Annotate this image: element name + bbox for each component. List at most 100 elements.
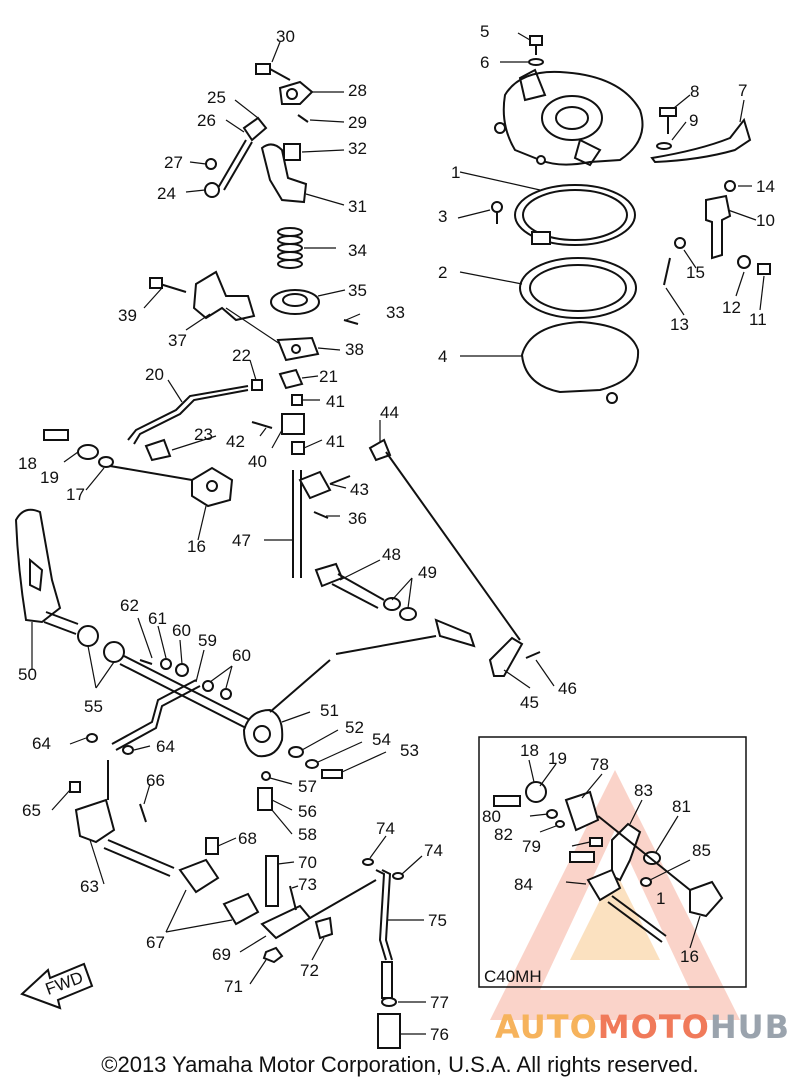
callout-63: 63 <box>80 877 99 896</box>
callout-labels: 1 2 3 4 5 6 7 8 9 10 11 12 13 14 15 16 1… <box>18 22 775 1044</box>
callout-46: 46 <box>558 679 577 698</box>
callout-53: 53 <box>400 741 419 760</box>
callout-64b: 64 <box>156 737 175 756</box>
callout-83: 83 <box>634 781 653 800</box>
callout-62: 62 <box>120 596 139 615</box>
callout-49: 49 <box>418 563 437 582</box>
callout-57: 57 <box>298 777 317 796</box>
callout-4: 4 <box>438 347 447 366</box>
callout-78: 78 <box>590 755 609 774</box>
callout-45: 45 <box>520 693 539 712</box>
callout-24: 24 <box>157 184 176 203</box>
callout-19: 19 <box>40 468 59 487</box>
callout-51: 51 <box>320 701 339 720</box>
callout-39: 39 <box>118 306 137 325</box>
callout-26: 26 <box>197 111 216 130</box>
control-lever-assembly <box>14 508 426 1049</box>
throttle-cam-assembly <box>143 41 361 362</box>
callout-70: 70 <box>298 853 317 872</box>
callout-29: 29 <box>348 113 367 132</box>
callout-43: 43 <box>350 480 369 499</box>
callout-77: 77 <box>430 993 449 1012</box>
callout-72: 72 <box>300 961 319 980</box>
callout-54: 54 <box>372 730 391 749</box>
callout-61: 61 <box>148 609 167 628</box>
callout-18: 18 <box>18 454 37 473</box>
callout-27: 27 <box>164 153 183 172</box>
copyright-notice: ©2013 Yamaha Motor Corporation, U.S.A. A… <box>101 1052 699 1077</box>
callout-7: 7 <box>738 81 747 100</box>
callout-11: 11 <box>749 310 767 329</box>
callout-80: 80 <box>482 807 501 826</box>
callout-48: 48 <box>382 545 401 564</box>
callout-5: 5 <box>480 22 489 41</box>
callout-74b: 74 <box>424 841 443 860</box>
callout-32: 32 <box>348 139 367 158</box>
callout-84: 84 <box>514 875 533 894</box>
callout-31: 31 <box>348 197 367 216</box>
inset-c40mh: C40MH <box>478 736 747 988</box>
callout-23: 23 <box>194 425 213 444</box>
callout-85: 85 <box>692 841 711 860</box>
inset-title: C40MH <box>484 967 542 986</box>
callout-37: 37 <box>168 331 187 350</box>
callout-47: 47 <box>232 531 251 550</box>
callout-6: 6 <box>480 53 489 72</box>
callout-41: 41 <box>326 392 345 411</box>
callout-69: 69 <box>212 945 231 964</box>
callout-20: 20 <box>145 365 164 384</box>
callout-14: 14 <box>756 177 775 196</box>
callout-15: 15 <box>686 263 705 282</box>
watermark-part-moto: MOTO <box>597 1008 710 1046</box>
callout-35: 35 <box>348 281 367 300</box>
callout-3: 3 <box>438 207 447 226</box>
callout-19b: 19 <box>548 749 567 768</box>
callout-76: 76 <box>430 1025 449 1044</box>
callout-44: 44 <box>380 403 399 422</box>
callout-12: 12 <box>722 298 741 317</box>
callout-60b: 60 <box>232 646 251 665</box>
callout-1b: 1 <box>656 889 665 908</box>
watermark-part-hub: HUB <box>709 1008 790 1046</box>
callout-16: 16 <box>187 537 206 556</box>
callout-71: 71 <box>224 977 243 996</box>
callout-64: 64 <box>32 734 51 753</box>
callout-2: 2 <box>438 263 447 282</box>
linkage-assembly <box>43 359 555 689</box>
callout-79: 79 <box>522 837 541 856</box>
callout-73: 73 <box>298 875 317 894</box>
callout-58: 58 <box>298 825 317 844</box>
watermark-part-auto: AUTO <box>494 1008 598 1046</box>
callout-8: 8 <box>690 82 699 101</box>
callout-40: 40 <box>248 452 267 471</box>
callout-10: 10 <box>756 211 775 230</box>
callout-17: 17 <box>66 485 85 504</box>
callout-21: 21 <box>319 367 338 386</box>
callout-41b: 41 <box>326 432 345 451</box>
callout-22: 22 <box>232 346 251 365</box>
callout-33: 33 <box>386 303 405 322</box>
callout-66: 66 <box>146 771 165 790</box>
callout-38: 38 <box>345 340 364 359</box>
callout-60: 60 <box>172 621 191 640</box>
callout-36: 36 <box>348 509 367 528</box>
callout-42: 42 <box>226 432 245 451</box>
callout-82: 82 <box>494 825 513 844</box>
callout-30: 30 <box>276 27 295 46</box>
callout-67: 67 <box>146 933 165 952</box>
callout-1: 1 <box>451 163 460 182</box>
callout-65: 65 <box>22 801 41 820</box>
watermark-logo <box>490 770 740 1020</box>
fwd-arrow-icon: FWD <box>20 962 94 1010</box>
callout-28: 28 <box>348 81 367 100</box>
callout-74: 74 <box>376 819 395 838</box>
callout-16b: 16 <box>680 947 699 966</box>
callout-25: 25 <box>207 88 226 107</box>
watermark-text: AUTOMOTOHUB <box>495 1008 790 1046</box>
callout-56: 56 <box>298 802 317 821</box>
callout-9: 9 <box>689 111 698 130</box>
magneto-base-assembly <box>457 32 771 404</box>
callout-55: 55 <box>84 697 103 716</box>
callout-81: 81 <box>672 797 691 816</box>
